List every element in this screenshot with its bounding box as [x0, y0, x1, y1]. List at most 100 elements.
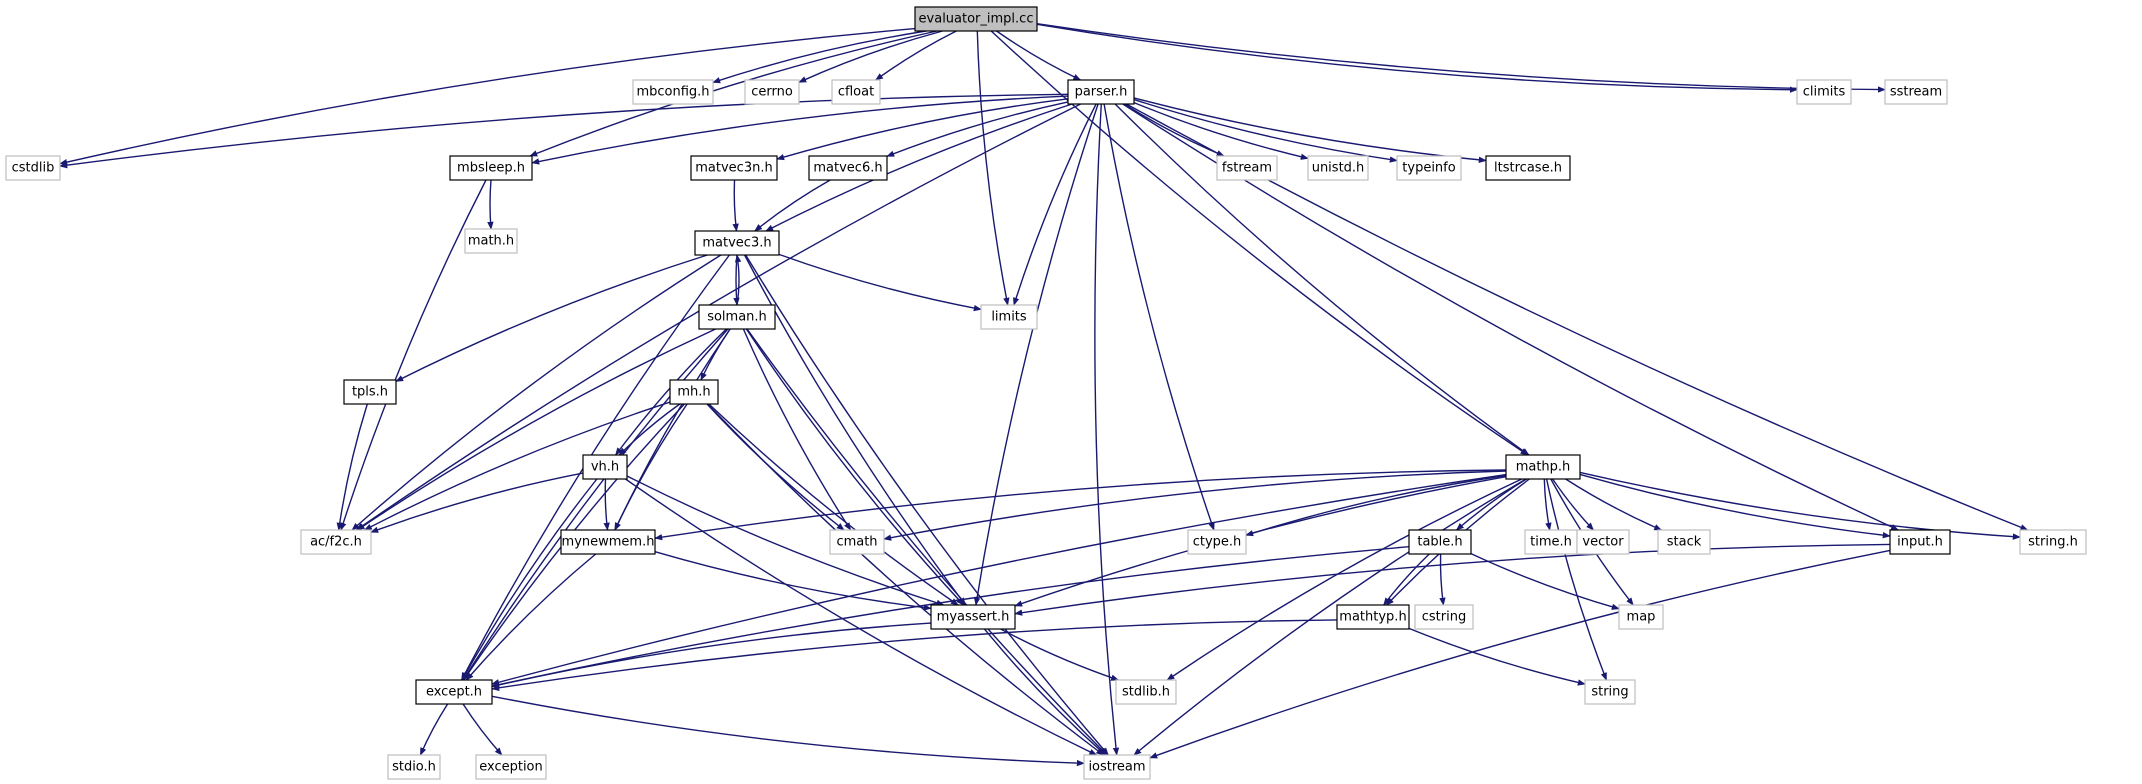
node-stdio[interactable]: stdio.h — [387, 754, 441, 780]
node-box-myassert — [930, 604, 1016, 630]
node-cfloat[interactable]: cfloat — [831, 79, 881, 105]
node-parser[interactable]: parser.h — [1067, 79, 1135, 105]
node-vh[interactable]: vh.h — [582, 454, 628, 480]
edge-parser-to-mathp — [1114, 103, 1530, 456]
node-mathtyp[interactable]: mathtyp.h — [1336, 604, 1410, 630]
edge-table-to-mathtyp — [1383, 553, 1430, 606]
node-f2c[interactable]: ac/f2c.h — [300, 529, 372, 555]
edge-except-to-exception — [462, 703, 503, 756]
node-mathp[interactable]: mathp.h — [1505, 454, 1581, 480]
node-cstring[interactable]: cstring — [1414, 604, 1474, 630]
edge-parser-to-unistd — [1133, 101, 1309, 160]
node-box-evaluator_impl — [914, 6, 1038, 32]
node-box-input — [1889, 529, 1951, 555]
node-label-limits: limits — [991, 310, 1027, 325]
node-stdlib[interactable]: stdlib.h — [1115, 679, 1177, 705]
node-label-parser: parser.h — [1075, 85, 1128, 100]
node-matvec6[interactable]: matvec6.h — [808, 155, 888, 181]
node-label-cstdlib: cstdlib — [12, 161, 55, 176]
edge-matvec3-to-myassert — [743, 254, 966, 606]
node-vector[interactable]: vector — [1576, 529, 1630, 555]
node-label-fstream: fstream — [1222, 161, 1272, 176]
node-map[interactable]: map — [1618, 604, 1664, 630]
node-label-f2c: ac/f2c.h — [310, 535, 362, 550]
node-matvec3[interactable]: matvec3.h — [694, 230, 780, 256]
node-evaluator_impl[interactable]: evaluator_impl.cc — [914, 6, 1038, 32]
node-fstream[interactable]: fstream — [1216, 155, 1278, 181]
node-exception[interactable]: exception — [475, 754, 547, 780]
node-label-matvec6: matvec6.h — [813, 161, 882, 176]
node-label-mathtyp: mathtyp.h — [1339, 610, 1406, 625]
node-box-limits — [980, 304, 1038, 330]
edge-parser-to-cstdlib — [59, 93, 1069, 169]
node-unistd[interactable]: unistd.h — [1307, 155, 1369, 181]
edge-vh-to-mynewmem — [603, 478, 610, 531]
edge-table-to-map — [1470, 552, 1620, 610]
edge-parser-to-matvec6 — [886, 101, 1069, 157]
edge-mathp-to-string — [1545, 478, 1608, 681]
edge-evaluator_impl-to-cstdlib — [59, 27, 916, 166]
node-box-mynewmem — [560, 529, 656, 555]
node-ltstrcase[interactable]: ltstrcase.h — [1485, 155, 1571, 181]
node-label-time: time.h — [1530, 535, 1572, 550]
node-mynewmem[interactable]: mynewmem.h — [560, 529, 656, 555]
node-box-vector — [1576, 529, 1630, 555]
edge-parser-to-f2c — [355, 103, 1081, 531]
node-label-except: except.h — [426, 685, 482, 700]
edge-parser-to-myassert — [973, 103, 1099, 606]
node-tpls[interactable]: tpls.h — [343, 379, 397, 405]
node-box-stack — [1657, 529, 1711, 555]
node-label-cerrno: cerrno — [751, 85, 793, 100]
node-stack[interactable]: stack — [1657, 529, 1711, 555]
node-myassert[interactable]: myassert.h — [930, 604, 1016, 630]
node-cmath[interactable]: cmath — [829, 529, 885, 555]
node-box-cerrno — [744, 79, 800, 105]
node-box-ltstrcase — [1485, 155, 1571, 181]
node-limits[interactable]: limits — [980, 304, 1038, 330]
node-box-cstdlib — [5, 155, 61, 181]
node-mbsleep[interactable]: mbsleep.h — [449, 155, 533, 181]
node-string[interactable]: string — [1584, 679, 1636, 705]
node-label-mynewmem: mynewmem.h — [562, 535, 655, 550]
node-solman[interactable]: solman.h — [698, 304, 776, 330]
edge-solman-to-matvec3 — [734, 254, 742, 306]
edge-input-to-myassert — [1014, 543, 1891, 616]
node-except[interactable]: except.h — [415, 679, 493, 705]
node-sstream[interactable]: sstream — [1884, 79, 1948, 105]
edge-mh-to-mynewmem — [614, 403, 688, 531]
node-label-climits: climits — [1803, 85, 1846, 100]
node-label-math: math.h — [468, 234, 514, 249]
node-iostream[interactable]: iostream — [1083, 754, 1151, 780]
edge-mathtyp-to-except — [491, 619, 1338, 691]
edge-mh-to-iostream — [706, 403, 1105, 756]
node-input[interactable]: input.h — [1889, 529, 1951, 555]
node-stringh[interactable]: string.h — [2019, 529, 2087, 555]
node-label-typeinfo: typeinfo — [1402, 161, 1455, 176]
edge-parser-to-iostream — [1094, 103, 1120, 756]
node-mh[interactable]: mh.h — [669, 379, 719, 405]
edge-mbsleep-to-math — [487, 179, 494, 230]
edge-mh-to-myassert — [708, 403, 959, 606]
node-label-iostream: iostream — [1088, 760, 1145, 775]
node-table[interactable]: table.h — [1408, 529, 1472, 555]
node-ctype[interactable]: ctype.h — [1187, 529, 1247, 555]
edge-evaluator_impl-to-mbconfig — [712, 30, 927, 84]
edge-matvec3-to-tpls — [395, 254, 708, 383]
edge-solman-to-myassert — [745, 328, 965, 606]
node-cerrno[interactable]: cerrno — [744, 79, 800, 105]
node-climits[interactable]: climits — [1796, 79, 1852, 105]
edge-mathp-to-stringh — [1579, 471, 2021, 540]
node-math[interactable]: math.h — [464, 228, 518, 254]
node-label-ctype: ctype.h — [1193, 535, 1242, 550]
node-label-cstring: cstring — [1422, 610, 1466, 625]
node-mbconfig[interactable]: mbconfig.h — [632, 79, 714, 105]
node-label-input: input.h — [1897, 535, 1943, 550]
node-time[interactable]: time.h — [1524, 529, 1578, 555]
node-matvec3n[interactable]: matvec3n.h — [690, 155, 778, 181]
node-typeinfo[interactable]: typeinfo — [1396, 155, 1462, 181]
node-box-cfloat — [831, 79, 881, 105]
edge-vh-to-except — [461, 478, 598, 681]
node-label-string: string — [1591, 685, 1628, 700]
node-cstdlib[interactable]: cstdlib — [5, 155, 61, 181]
edge-except-to-iostream — [491, 695, 1085, 767]
